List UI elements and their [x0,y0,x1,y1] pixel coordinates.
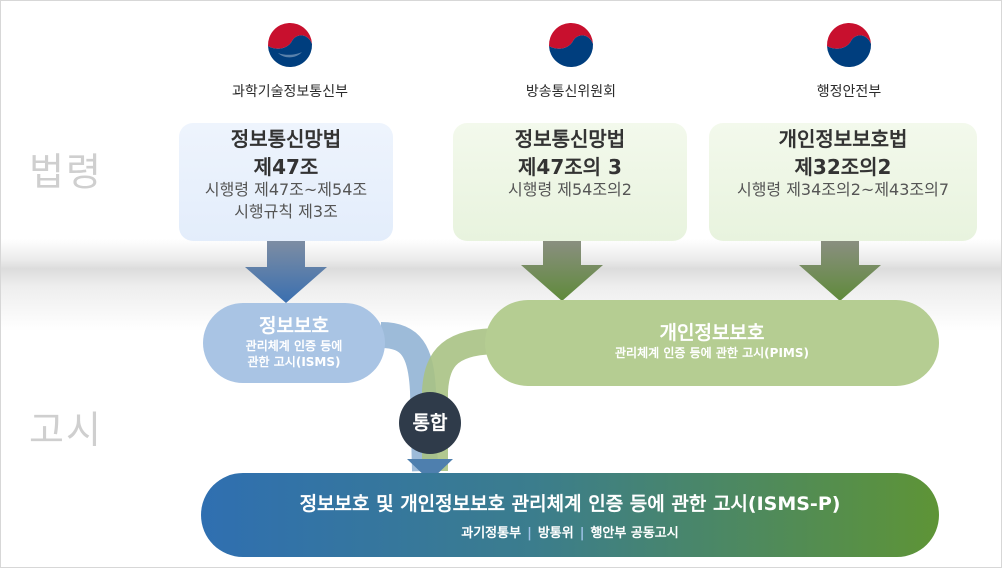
ministry-msit: 과학기술정보통신부 [232,84,348,100]
merge-badge: 통합 [399,392,461,454]
final-sub-mois: 행안부 공동고시 [590,526,679,541]
law-article: 제47조 [253,155,319,179]
final-separator: | [579,526,585,541]
side-label-law: 법령 [29,150,103,194]
notice-pims-sub: 관리체계 인증 등에 관한 고시(PIMS) [614,346,809,360]
merge-connector [380,322,502,481]
law-title: 개인정보보호법 [778,127,908,151]
side-label-notice: 고시 [29,408,103,452]
government-emblem-icon [823,19,875,71]
law-title: 정보통신망법 [230,127,342,151]
final-sub-msit: 과기정통부 [461,526,522,541]
down-arrow-icon [521,241,603,301]
final-title: 정보보호 및 개인정보보호 관리체계 인증 등에 관한 고시(ISMS-P) [299,493,841,515]
final-sub-kcc: 방통위 [537,526,574,541]
government-emblem-icon [545,19,597,71]
notice-isms-sub2: 관한 고시(ISMS) [247,355,341,369]
law-box-network-act-47: 정보통신망법 제47조 시행령 제47조~제54조 시행규칙 제3조 [179,123,393,241]
notice-pims-pill: 개인정보보호 관리체계 인증 등에 관한 고시(PIMS) [485,300,939,386]
final-separator: | [527,526,532,541]
law-article: 제32조의2 [794,155,892,179]
law-box-privacy-act: 개인정보보호법 제32조의2 시행령 제34조의2~제43조의7 [709,123,977,241]
ministry-mois: 행정안전부 [816,84,882,100]
notice-isms-pill: 정보보호 관리체계 인증 등에 관한 고시(ISMS) [203,303,385,383]
down-arrow-icon [245,241,327,303]
down-arrow-icon [799,241,881,301]
law-box-network-act-47-3: 정보통신망법 제47조의 3 시행령 제54조의2 [453,123,687,241]
final-isms-p-box: 정보보호 및 개인정보보호 관리체계 인증 등에 관한 고시(ISMS-P) 과… [201,473,939,557]
law-decree: 시행령 제34조의2~제43조의7 [736,180,950,199]
law-decree: 시행령 제47조~제54조 [204,180,368,199]
law-article: 제47조의 3 [518,155,622,179]
notice-isms-title: 정보보호 [259,315,329,337]
government-emblem-icon [264,19,316,71]
law-rule: 시행규칙 제3조 [234,202,338,221]
law-decree: 시행령 제54조의2 [508,180,632,199]
notice-isms-sub1: 관리체계 인증 등에 [245,339,343,353]
final-subtitle: 과기정통부 | 방통위 | 행안부 공동고시 [201,522,939,541]
notice-pims-title: 개인정보보호 [659,322,765,344]
law-title: 정보통신망법 [514,127,626,151]
ministry-kcc: 방송통신위원회 [525,84,617,100]
